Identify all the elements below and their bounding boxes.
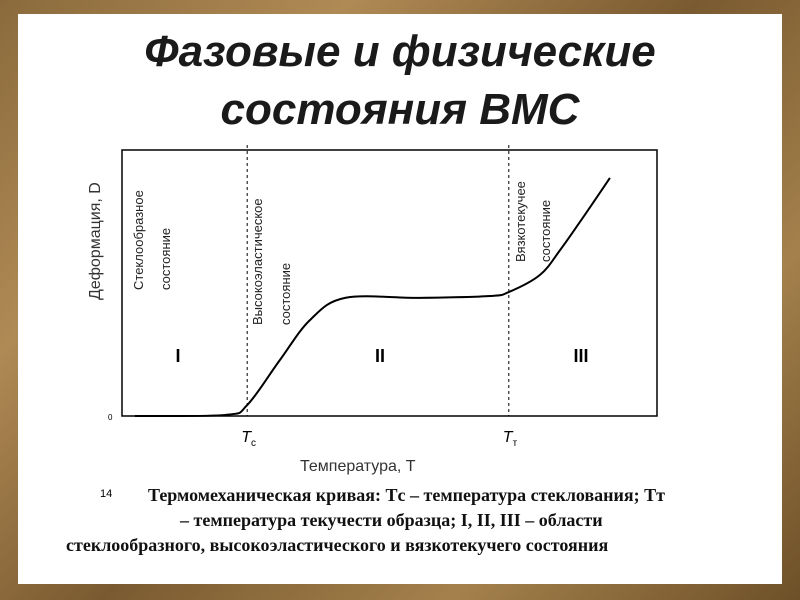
caption-line1: Термомеханическая кривая: Tс – температу… [148,485,666,505]
slide-title-line2: состояния ВМС [220,85,580,134]
region-label-0-a: Стеклообразное [131,190,146,290]
region-numeral-2: III [573,346,588,366]
caption-line2: – температура текучести образца; I, II, … [180,510,603,530]
region-label-0-b: состояние [158,228,173,290]
marker-label-1: Tт [503,429,518,449]
region-numeral-0: I [175,346,180,366]
marker-label-0: Tc [241,429,256,449]
region-label-1-a: Высокоэластическое [250,198,265,325]
figure-number: 14 [100,488,113,500]
region-label-1-b: состояние [278,263,293,325]
x-axis-label: Температура, T [300,458,416,475]
region-label-2-b: состояние [538,200,553,262]
y-tick-0: 0 [108,413,113,422]
thermomechanical-curve [134,177,611,418]
slide-background [18,14,782,584]
region-numeral-1: II [375,346,385,366]
y-axis-label: Деформация, D [87,182,104,300]
plot-frame [121,149,658,417]
slide-title-line1: Фазовые и физические [144,27,656,76]
region-label-2-a: Вязкотекучее [513,181,528,262]
caption-line3: стеклообразного, высокоэластического и в… [66,535,609,555]
